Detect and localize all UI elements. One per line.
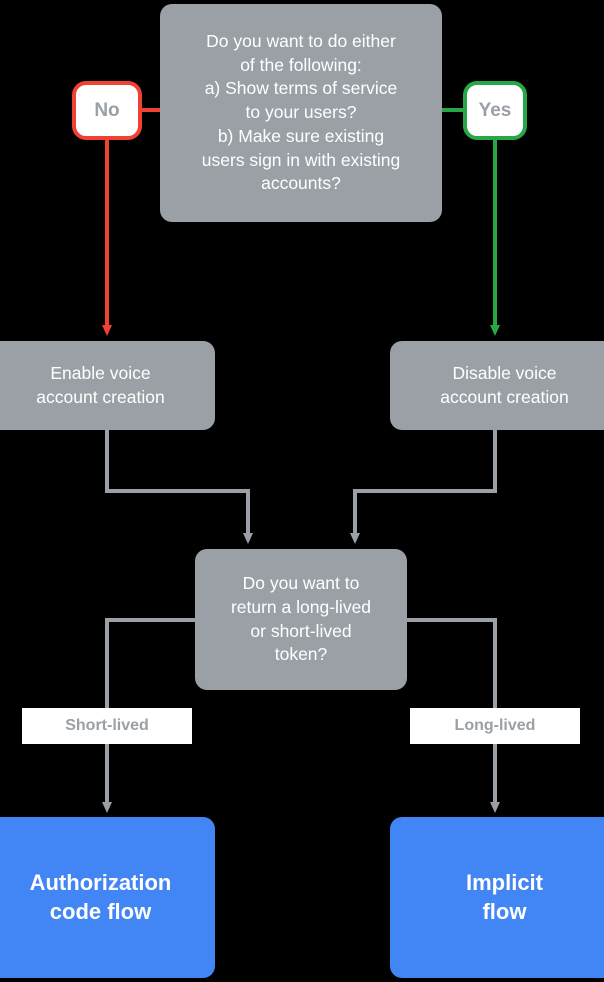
process-node-disable-voice-account-creation[interactable]: Disable voice account creation	[390, 341, 604, 430]
decision-node-terms-question[interactable]: Do you want to do either of the followin…	[160, 4, 442, 222]
decision-node-token-question-label: Do you want to return a long-lived or sh…	[230, 572, 372, 665]
edge-label-long-lived-text: Long-lived	[454, 717, 536, 734]
decision-node-terms-question-label: Do you want to do either of the followin…	[201, 30, 401, 194]
edge-label-short-lived-text: Short-lived	[65, 717, 149, 734]
badge-no-label: No	[94, 99, 120, 121]
process-node-enable-voice-account-creation-label: Enable voice account creation	[36, 362, 165, 407]
decision-node-token-question[interactable]: Do you want to return a long-lived or sh…	[195, 549, 407, 690]
process-node-disable-voice-account-creation-label: Disable voice account creation	[440, 362, 569, 407]
edge-disable-voice-to-q-token	[350, 430, 497, 544]
badge-no[interactable]: No	[72, 81, 142, 140]
process-node-enable-voice-account-creation[interactable]: Enable voice account creation	[0, 341, 215, 430]
terminal-node-implicit-flow-label: Implicit flow	[465, 869, 543, 924]
badge-yes-label: Yes	[478, 99, 512, 121]
terminal-node-authorization-code-flow-label: Authorization code flow	[29, 869, 172, 924]
terminal-node-implicit-flow[interactable]: Implicit flow	[390, 817, 604, 978]
badge-yes[interactable]: Yes	[463, 81, 527, 140]
terminal-node-authorization-code-flow[interactable]: Authorization code flow	[0, 817, 215, 978]
edge-enable-voice-to-q-token	[105, 430, 253, 544]
edge-label-short-lived: Short-lived	[22, 708, 192, 744]
edge-label-long-lived: Long-lived	[410, 708, 580, 744]
